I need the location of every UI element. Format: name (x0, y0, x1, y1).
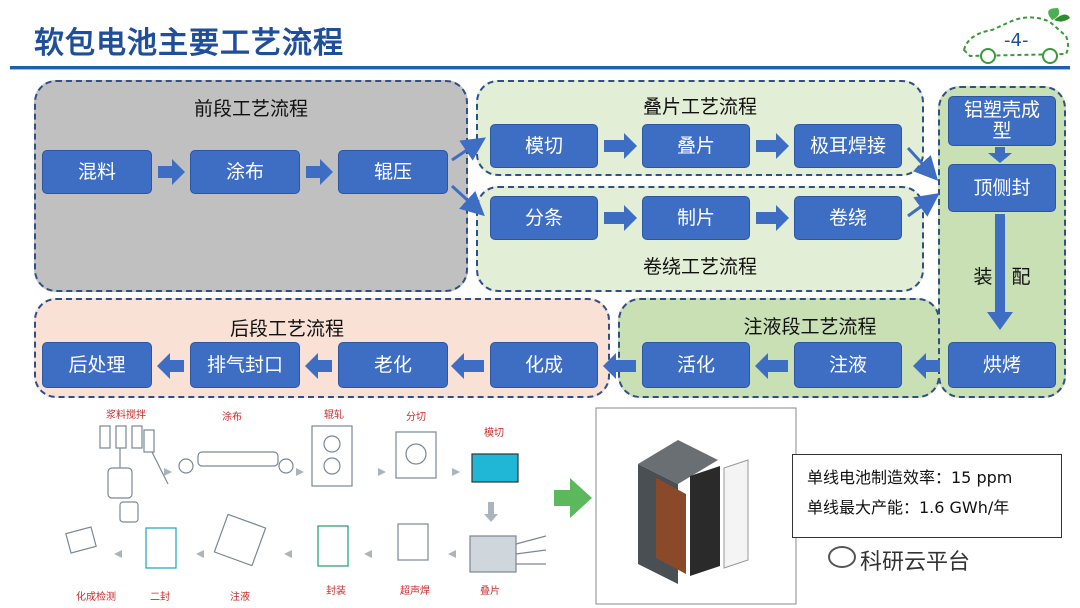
step-pouch-forming: 铝塑壳成型 (948, 96, 1056, 146)
caption-coating: 涂布 (222, 412, 242, 423)
arrow-left-6 (157, 353, 184, 379)
step-slitting: 分条 (490, 196, 598, 240)
capacity-info-box: 单线电池制造效率：15 ppm 单线最大产能：1.6 GWh/年 (792, 454, 1062, 538)
caption-second-seal: 二封 (150, 592, 170, 603)
arrow-left-3 (603, 353, 636, 379)
stacking-group-label: 叠片工艺流程 (642, 96, 757, 118)
arrow-left-5 (305, 353, 332, 379)
efficiency-line: 单线电池制造效率：15 ppm (807, 468, 1013, 487)
caption-ultrasonic-welding: 超声焊 (400, 586, 430, 597)
caption-slitting: 分切 (406, 412, 426, 423)
winding-group-label: 卷绕工艺流程 (642, 256, 757, 278)
arrow-left-4 (451, 353, 484, 379)
wechat-icon (828, 546, 856, 568)
step-rolling: 辊压 (338, 150, 448, 194)
step-aging: 老化 (338, 342, 448, 388)
step-sheet-making: 制片 (642, 196, 750, 240)
step-coating: 涂布 (190, 150, 300, 194)
rear-group-label: 后段工艺流程 (229, 318, 344, 340)
front-group-label: 前段工艺流程 (193, 98, 308, 120)
arrow-right-2 (306, 159, 333, 185)
step-stacking: 叠片 (642, 124, 750, 168)
arrow-down-1 (988, 147, 1012, 163)
caption-slurry-mixing: 浆料搅拌 (106, 410, 146, 421)
step-injection: 注液 (794, 342, 902, 388)
arrow-right-6 (756, 205, 789, 231)
step-activation: 活化 (642, 342, 750, 388)
process-illustration (65, 407, 797, 605)
step-top-side-sealing: 顶侧封 (948, 164, 1056, 212)
step-post-treatment: 后处理 (42, 342, 152, 388)
caption-formation-test: 化成检测 (76, 592, 116, 603)
page-number: -4- (1004, 30, 1029, 51)
step-die-cutting: 模切 (490, 124, 598, 168)
title-rule-thin (10, 69, 1070, 70)
injection-group-label: 注液段工艺流程 (743, 316, 877, 338)
title-rule (10, 66, 1070, 69)
arrow-right-1 (158, 159, 185, 185)
step-baking: 烘烤 (948, 342, 1056, 388)
caption-injection: 注液 (230, 592, 250, 603)
caption-packaging: 封装 (326, 586, 346, 597)
capacity-line: 单线最大产能：1.6 GWh/年 (807, 498, 1010, 517)
step-formation: 化成 (490, 342, 598, 388)
car-logo-icon (962, 8, 1070, 64)
step-tab-welding: 极耳焊接 (794, 124, 902, 168)
step-winding: 卷绕 (794, 196, 902, 240)
arrow-right-5 (604, 205, 637, 231)
page-title: 软包电池主要工艺流程 (34, 26, 344, 61)
arrow-left-1 (913, 353, 940, 379)
arrow-down-2 (987, 214, 1013, 330)
arrow-left-2 (755, 353, 788, 379)
caption-stacking: 叠片 (480, 586, 500, 597)
arrow-right-4 (756, 133, 789, 159)
caption-rolling: 辊轧 (324, 410, 344, 421)
arrow-right-3 (604, 133, 637, 159)
step-mixing: 混料 (42, 150, 152, 194)
watermark-text: 科研云平台 (860, 550, 971, 575)
step-degas-sealing: 排气封口 (190, 342, 300, 388)
caption-die-cutting: 模切 (484, 428, 504, 439)
